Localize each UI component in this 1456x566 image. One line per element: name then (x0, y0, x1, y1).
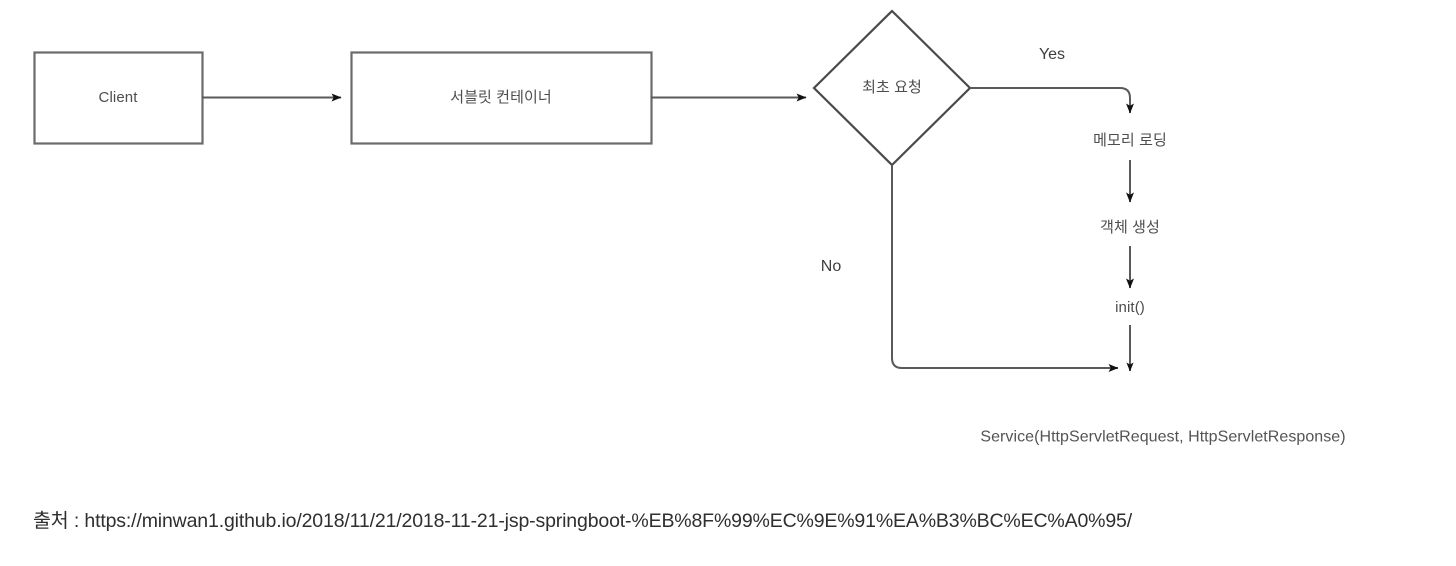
node-init-label: init() (1115, 299, 1145, 316)
edge-label-no: No (820, 258, 842, 275)
node-first-request-label: 최초 요청 (862, 79, 922, 96)
node-service-label: Service(HttpServletRequest, HttpServletR… (980, 428, 1346, 446)
edge-label-yes: Yes (1038, 46, 1066, 63)
flowchart-canvas (33, 9, 1134, 372)
node-client-label: Client (98, 89, 138, 106)
node-client-box (33, 51, 204, 145)
node-memory-load-label: 메모리 로딩 (1093, 132, 1167, 149)
edge-yes-branch (970, 87, 1134, 114)
node-servlet-container-label: 서블릿 컨테이너 (450, 89, 552, 106)
node-servlet-container-box (350, 51, 653, 145)
node-object-create-label: 객체 생성 (1100, 219, 1160, 236)
edge-no-branch (891, 165, 1119, 372)
source-caption: 출처 : https://minwan1.github.io/2018/11/2… (33, 510, 1133, 532)
